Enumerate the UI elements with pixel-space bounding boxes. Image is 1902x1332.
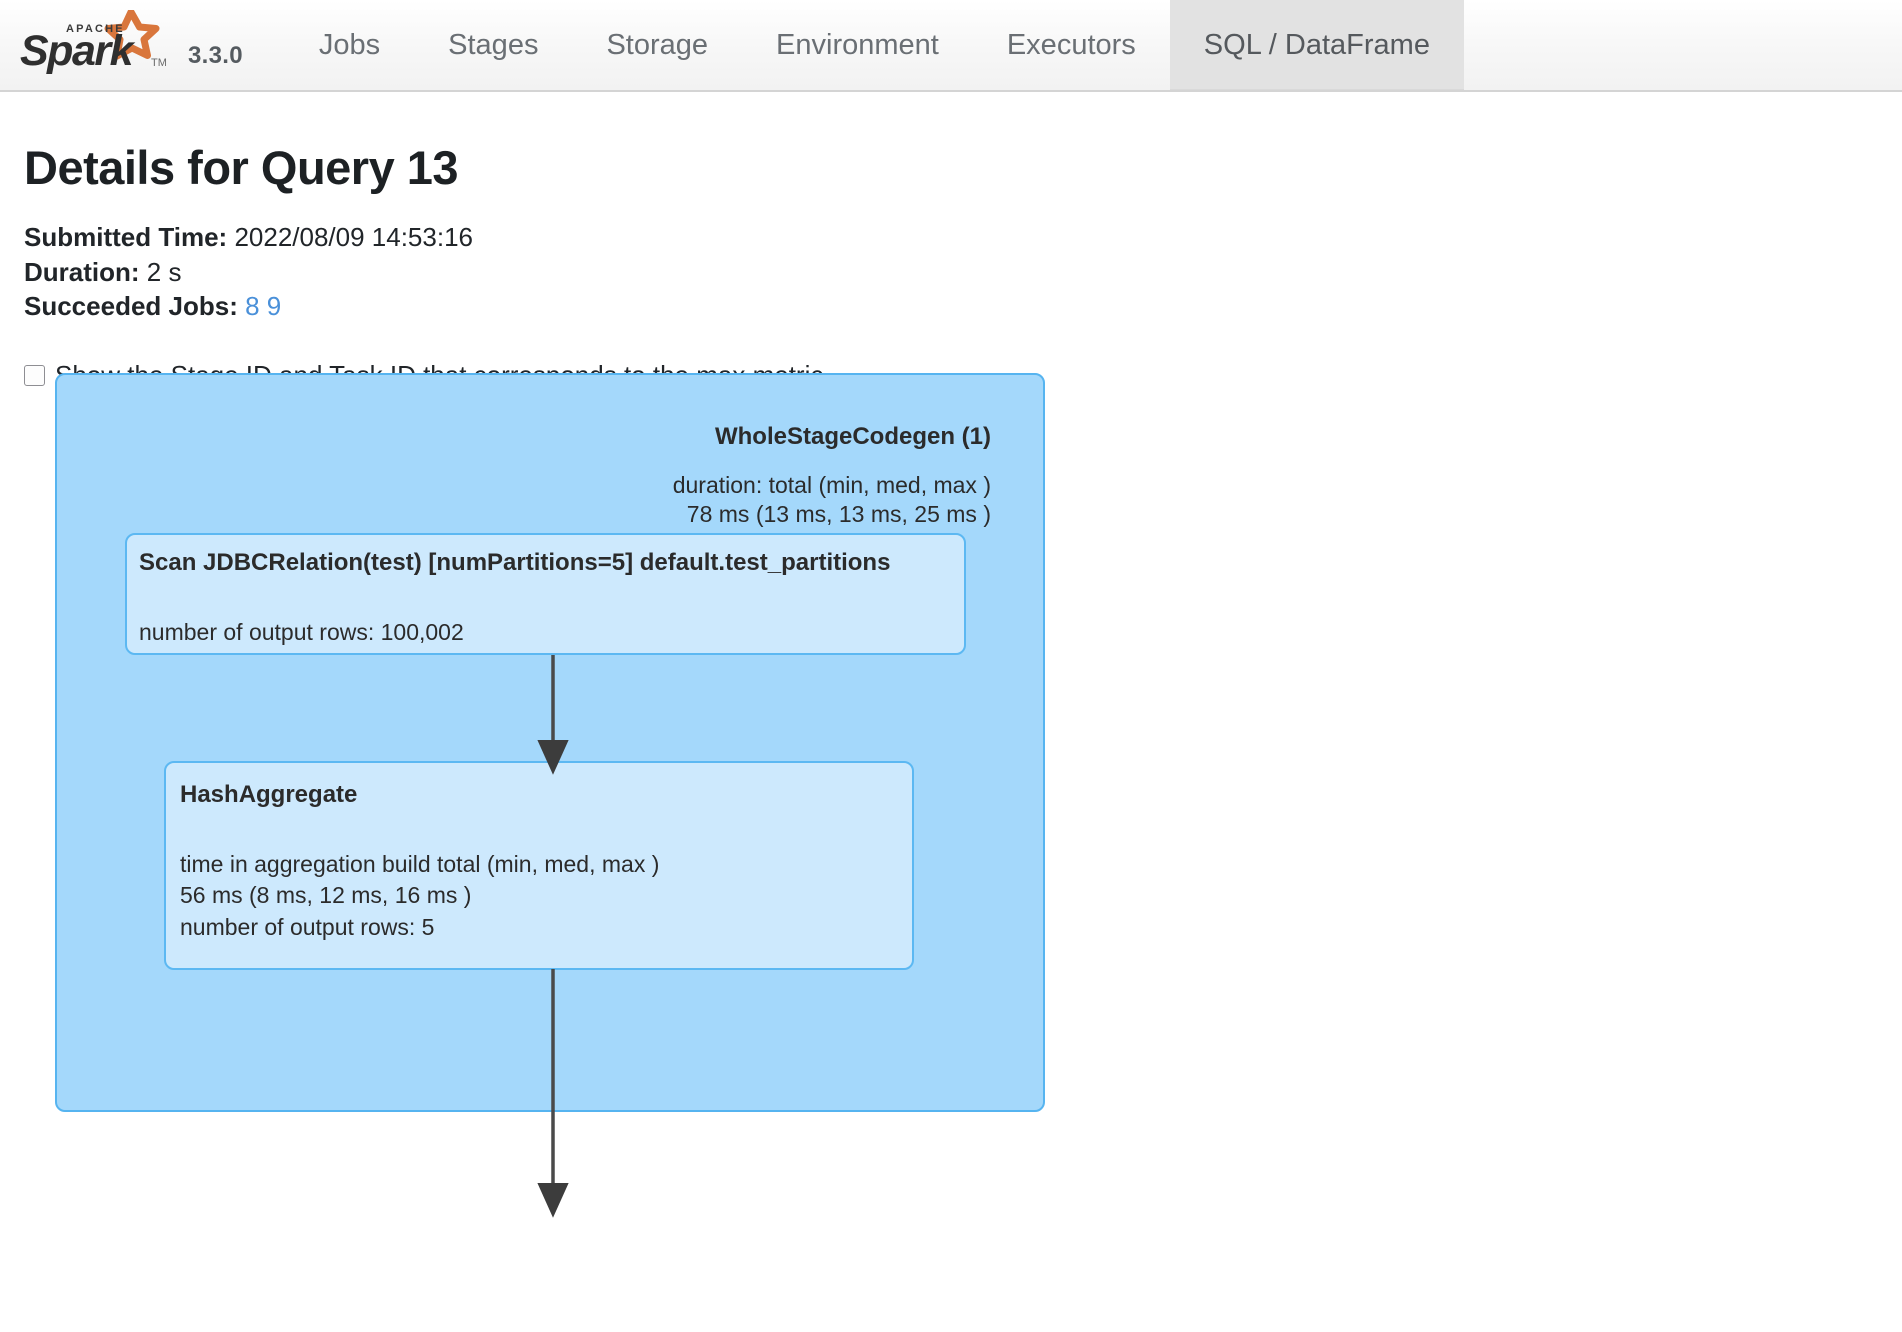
wholestagecodegen-metrics: duration: total (min, med, max ) 78 ms (… — [673, 471, 991, 530]
wholestagecodegen-metric-value: 78 ms (13 ms, 13 ms, 25 ms ) — [686, 501, 991, 528]
succeeded-job-link-8[interactable]: 8 — [245, 291, 260, 322]
tab-environment[interactable]: Environment — [776, 28, 939, 61]
nav-tabs: Jobs Stages Storage Environment Executor… — [285, 0, 1464, 90]
top-navbar: APACHE Spark TM 3.3.0 Jobs Stages Storag… — [0, 0, 1902, 92]
meta-duration-value: 2 s — [146, 256, 182, 287]
plan-node-scan-jdbcrelation[interactable]: Scan JDBCRelation(test) [numPartitions=5… — [125, 533, 966, 655]
brand[interactable]: APACHE Spark TM 3.3.0 — [0, 0, 243, 90]
svg-text:Spark: Spark — [20, 27, 136, 75]
meta-submitted-time-label: Submitted Time: — [24, 222, 228, 252]
plan-node-scan-title: Scan JDBCRelation(test) [numPartitions=5… — [139, 549, 891, 576]
plan-stage-wholestagecodegen[interactable]: WholeStageCodegen (1) duration: total (m… — [55, 373, 1045, 1112]
spark-logo[interactable]: APACHE Spark TM — [18, 10, 178, 76]
meta-succeeded-jobs-label: Succeeded Jobs: — [24, 291, 238, 322]
tab-jobs[interactable]: Jobs — [318, 28, 381, 61]
meta-submitted-time: Submitted Time: 2022/08/09 14:53:16 — [24, 220, 1878, 255]
show-stage-task-id-checkbox[interactable] — [24, 364, 45, 386]
page-title: Details for Query 13 — [24, 141, 459, 194]
svg-text:TM: TM — [151, 57, 167, 69]
meta-submitted-time-value: 2022/08/09 14:53:16 — [234, 222, 473, 252]
wholestagecodegen-metric-label: duration: total (min, med, max ) — [672, 472, 991, 498]
meta-duration: Duration: 2 s — [24, 255, 1878, 290]
plan-node-hashaggregate-metric-0: time in aggregation build total (min, me… — [180, 851, 660, 877]
plan-node-hashaggregate-title: HashAggregate — [180, 781, 358, 808]
sql-plan-graph: WholeStageCodegen (1) duration: total (m… — [55, 373, 1045, 1218]
tab-sql-dataframe[interactable]: SQL / DataFrame — [1169, 0, 1464, 90]
query-metadata: Submitted Time: 2022/08/09 14:53:16 Dura… — [24, 220, 1878, 324]
spark-version-label: 3.3.0 — [188, 42, 243, 69]
plan-node-hashaggregate-metric-2: number of output rows: 5 — [180, 913, 435, 940]
spark-logo-icon: APACHE Spark TM — [20, 10, 167, 75]
plan-node-scan-metric-0: number of output rows: 100,002 — [139, 619, 464, 645]
tab-stages[interactable]: Stages — [448, 28, 539, 61]
plan-node-scan-metrics: number of output rows: 100,002 — [139, 617, 952, 648]
tab-executors[interactable]: Executors — [1006, 28, 1136, 61]
wholestagecodegen-title: WholeStageCodegen (1) — [714, 423, 991, 450]
plan-node-hashaggregate-metrics: time in aggregation build total (min, me… — [180, 849, 898, 943]
plan-node-hashaggregate-metric-1: 56 ms (8 ms, 12 ms, 16 ms ) — [180, 882, 472, 909]
meta-succeeded-jobs: Succeeded Jobs: 8 9 — [24, 289, 1878, 324]
succeeded-job-link-9[interactable]: 9 — [266, 291, 282, 322]
meta-duration-label: Duration: — [24, 256, 140, 287]
plan-node-hashaggregate[interactable]: HashAggregate time in aggregation build … — [164, 761, 914, 970]
svg-text:APACHE: APACHE — [66, 23, 125, 35]
tab-storage[interactable]: Storage — [606, 28, 709, 61]
